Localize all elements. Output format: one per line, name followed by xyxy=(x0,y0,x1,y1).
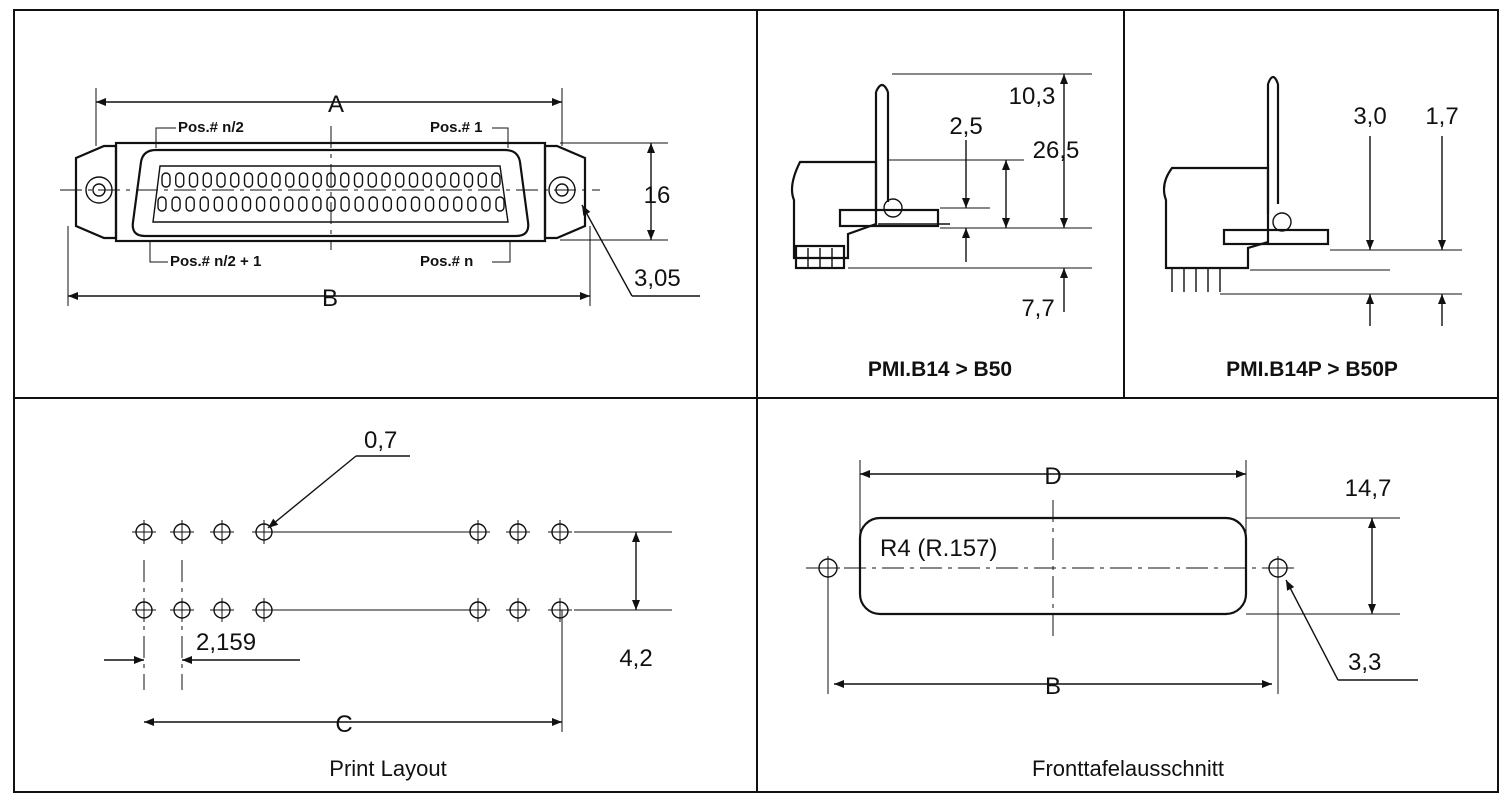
pcb-hole xyxy=(132,520,156,544)
contact-pin xyxy=(340,196,350,212)
contact-pin xyxy=(450,172,460,188)
contact-pin xyxy=(213,196,224,212)
contact-pin xyxy=(381,172,391,188)
contact-pin xyxy=(495,196,505,212)
pcb-hole xyxy=(252,598,276,622)
hole-dia-label: 3,3 xyxy=(1348,649,1381,676)
contact-pin xyxy=(255,196,266,212)
pcb-hole xyxy=(210,520,234,544)
contact-pin xyxy=(368,196,378,212)
dim-10-3-label: 10,3 xyxy=(1009,83,1056,110)
contact-pin xyxy=(199,196,209,212)
contact-pin xyxy=(284,196,294,212)
contact-pin xyxy=(257,172,267,188)
dim-c-label: C xyxy=(335,711,352,738)
pcb-hole-grid xyxy=(132,520,572,622)
contact-pin xyxy=(395,172,405,188)
dim-b-label: B xyxy=(1045,673,1061,700)
contact-pin xyxy=(340,172,350,188)
contact-pin xyxy=(312,172,322,188)
dim-2-5-label: 2,5 xyxy=(949,113,982,140)
pcb-hole xyxy=(506,520,530,544)
dim-26-5-label: 26,5 xyxy=(1033,137,1080,164)
contact-pin xyxy=(438,196,449,212)
contact-pin xyxy=(285,172,295,188)
contact-pin xyxy=(202,172,212,188)
contact-pin xyxy=(175,172,185,188)
contact-pin xyxy=(467,196,477,212)
cutout-left-hole xyxy=(816,556,840,580)
contact-pin xyxy=(408,172,419,188)
pos-top-left-label: Pos.# n/2 xyxy=(178,119,244,136)
row-spacing-label: 4,2 xyxy=(619,645,652,672)
contact-pin xyxy=(396,196,407,212)
contact-pin xyxy=(491,172,501,188)
front-panel-cutout: D R4 (R.157) 14,7 3,3 B Fronttafelaussch… xyxy=(806,460,1418,781)
caption-print-layout: Print Layout xyxy=(329,756,446,781)
contact-pin xyxy=(269,196,280,212)
contact-pin xyxy=(185,196,195,212)
dim-7-7-label: 7,7 xyxy=(1021,295,1054,322)
pcb-hole xyxy=(210,598,234,622)
contact-pin xyxy=(477,172,487,188)
contact-pin xyxy=(298,196,308,212)
contact-pin xyxy=(298,172,309,188)
contact-pin xyxy=(424,196,435,212)
contact-pin xyxy=(353,172,364,188)
caption-cutout: Fronttafelausschnitt xyxy=(1032,756,1224,781)
caption-b14p: PMI.B14P > B50P xyxy=(1226,358,1398,381)
cutout-right-hole xyxy=(1266,556,1290,580)
contact-pin xyxy=(481,196,491,212)
contact-pin xyxy=(410,196,421,212)
pos-bottom-left-label: Pos.# n/2 + 1 xyxy=(170,253,261,270)
contact-pin xyxy=(188,172,199,188)
dim-b-label: B xyxy=(322,285,338,312)
contact-pin xyxy=(241,196,252,212)
contact-pin xyxy=(161,172,171,188)
hole-dia-label: 3,05 xyxy=(634,265,681,292)
contact-pin xyxy=(367,172,377,188)
pos-bottom-right-label: Pos.# n xyxy=(420,253,473,270)
pcb-hole xyxy=(170,520,194,544)
connector-trapezoid xyxy=(131,148,530,238)
pitch-label: 2,159 xyxy=(196,629,256,656)
contact-pin xyxy=(422,172,432,188)
dim-1-7-label: 1,7 xyxy=(1425,103,1458,130)
contact-pin xyxy=(243,172,254,188)
caption-b14: PMI.B14 > B50 xyxy=(868,358,1012,381)
dim-3-0-label: 3,0 xyxy=(1353,103,1386,130)
pcb-hole xyxy=(548,520,572,544)
print-layout: 4,2 0,7 2,159 C Print Layout xyxy=(104,427,672,781)
dim-a-label: A xyxy=(328,91,344,118)
contact-pin xyxy=(354,196,364,212)
contact-pin xyxy=(157,196,167,212)
contact-pin xyxy=(453,196,463,212)
contact-pin xyxy=(382,196,393,212)
contact-pin xyxy=(216,172,226,188)
height-16-label: 16 xyxy=(644,182,671,209)
sheet-frame xyxy=(13,9,1499,793)
hole-dia-label: 0,7 xyxy=(364,427,397,454)
contact-pin xyxy=(312,196,322,212)
pcb-hole xyxy=(506,598,530,622)
contact-pin xyxy=(171,196,181,212)
pcb-hole xyxy=(252,520,276,544)
contact-pin xyxy=(230,172,240,188)
contact-pin xyxy=(436,172,446,188)
dim-d-label: D xyxy=(1044,463,1061,490)
contact-pin xyxy=(227,196,238,212)
contact-pin xyxy=(271,172,281,188)
pcb-pins xyxy=(1171,268,1221,292)
contact-pin xyxy=(463,172,474,188)
radius-label: R4 (R.157) xyxy=(880,535,997,562)
side-view-b14p: 3,0 1,7 PMI.B14P > B50P xyxy=(1162,75,1462,381)
height-14-7-label: 14,7 xyxy=(1345,475,1392,502)
pos-top-right-label: Pos.# 1 xyxy=(430,119,483,136)
contact-pins xyxy=(157,172,505,212)
side-view-b14: 10,3 26,5 2,5 7,7 PMI.B14 > B50 xyxy=(790,73,1092,381)
connector-front-view: A Pos.# n/2 Pos.# 1 Pos.# n/2 + 1 Pos.# … xyxy=(60,88,700,312)
pcb-hole xyxy=(548,598,572,622)
